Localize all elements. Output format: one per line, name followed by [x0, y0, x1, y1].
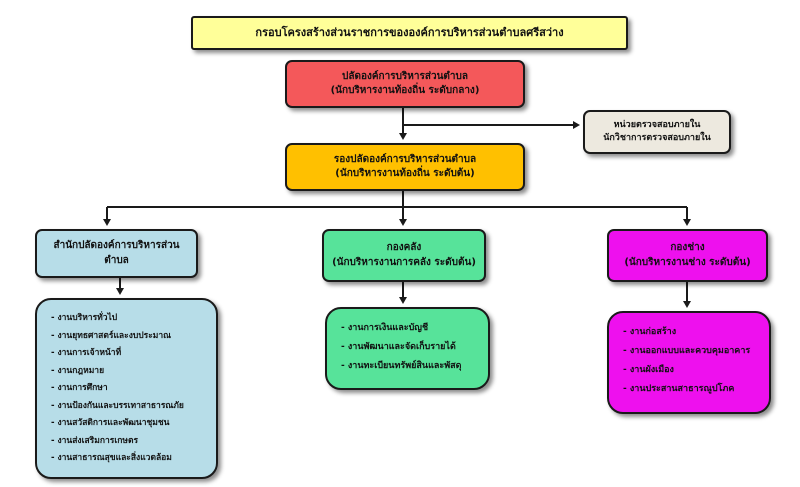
finance-title: กองคลัง	[386, 242, 422, 253]
office-task-item: งานการเจ้าหน้าที่	[51, 345, 208, 363]
engineering-title: กองช่าง	[670, 242, 705, 253]
audit-subtitle: นักวิชาการตรวจสอบภายใน	[603, 133, 711, 143]
engineering-box: กองช่าง (นักบริหารงานช่าง ระดับต้น)	[607, 229, 768, 282]
chief-title: ปลัดองค์การบริหารส่วนตำบล	[341, 70, 469, 82]
audit-box: หน่วยตรวจสอบภายใน นักวิชาการตรวจสอบภายใน	[583, 110, 731, 154]
finance-task-item: งานพัฒนาและจัดเก็บรายได้	[341, 338, 480, 357]
office-title-cont: ตำบล	[104, 254, 129, 266]
office-task-item: งานการศึกษา	[51, 380, 208, 398]
engineering-task-item: งานก่อสร้าง	[623, 323, 761, 342]
office-task-item: งานส่งเสริมการเกษตร	[51, 433, 208, 451]
office-title: สำนักปลัดองค์การบริหารส่วน	[53, 240, 180, 251]
finance-box: กองคลัง (นักบริหารงานการคลัง ระดับต้น)	[322, 229, 486, 282]
chart-title: กรอบโครงสร้างส่วนราชการขององค์การบริหารส…	[191, 16, 628, 50]
engineering-subtitle: (นักบริหารงานช่าง ระดับต้น)	[624, 256, 751, 268]
chief-subtitle: (นักบริหารงานท้องถิ่น ระดับกลาง)	[330, 85, 480, 96]
finance-task-item: งานการเงินและบัญชี	[341, 319, 480, 338]
office-task-item: งานป้องกันและบรรเทาสาธารณภัย	[51, 398, 208, 416]
office-task-item: งานยุทธศาสตร์และงบประมาณ	[51, 328, 208, 346]
office-task-item: งานกฎหมาย	[51, 363, 208, 381]
office-box: สำนักปลัดองค์การบริหารส่วน ตำบล	[35, 229, 198, 278]
finance-subtitle: (นักบริหารงานการคลัง ระดับต้น)	[332, 256, 476, 268]
office-task-item: งานสวัสดิการและพัฒนาชุมชน	[51, 415, 208, 433]
office-task-item: งานบริหารทั่วไป	[51, 310, 208, 328]
finance-task-item: งานทะเบียนทรัพย์สินและพัสดุ	[341, 357, 480, 376]
engineering-task-list: งานก่อสร้าง งานออกแบบและควบคุมอาคาร งานผ…	[607, 311, 771, 414]
engineering-task-item: งานผังเมือง	[623, 361, 761, 380]
office-task-list: งานบริหารทั่วไป งานยุทธศาสตร์และงบประมาณ…	[35, 298, 218, 479]
office-task-item: งานสาธารณสุขและสิ่งแวดล้อม	[51, 450, 208, 468]
deputy-title: รองปลัดองค์การบริหารส่วนตำบล	[333, 153, 477, 165]
deputy-box: รองปลัดองค์การบริหารส่วนตำบล (นักบริหารง…	[285, 143, 525, 191]
chart-title-text: กรอบโครงสร้างส่วนราชการขององค์การบริหารส…	[255, 26, 564, 40]
chief-box: ปลัดองค์การบริหารส่วนตำบล (นักบริหารงานท…	[285, 60, 525, 108]
deputy-subtitle: (นักบริหารงานท้องถิ่น ระดับต้น)	[335, 168, 475, 179]
engineering-task-item: งานประสานสาธารณูปโภค	[623, 380, 761, 399]
audit-title: หน่วยตรวจสอบภายใน	[613, 119, 701, 130]
engineering-task-item: งานออกแบบและควบคุมอาคาร	[623, 342, 761, 361]
finance-task-list: งานการเงินและบัญชี งานพัฒนาและจัดเก็บราย…	[325, 307, 490, 390]
